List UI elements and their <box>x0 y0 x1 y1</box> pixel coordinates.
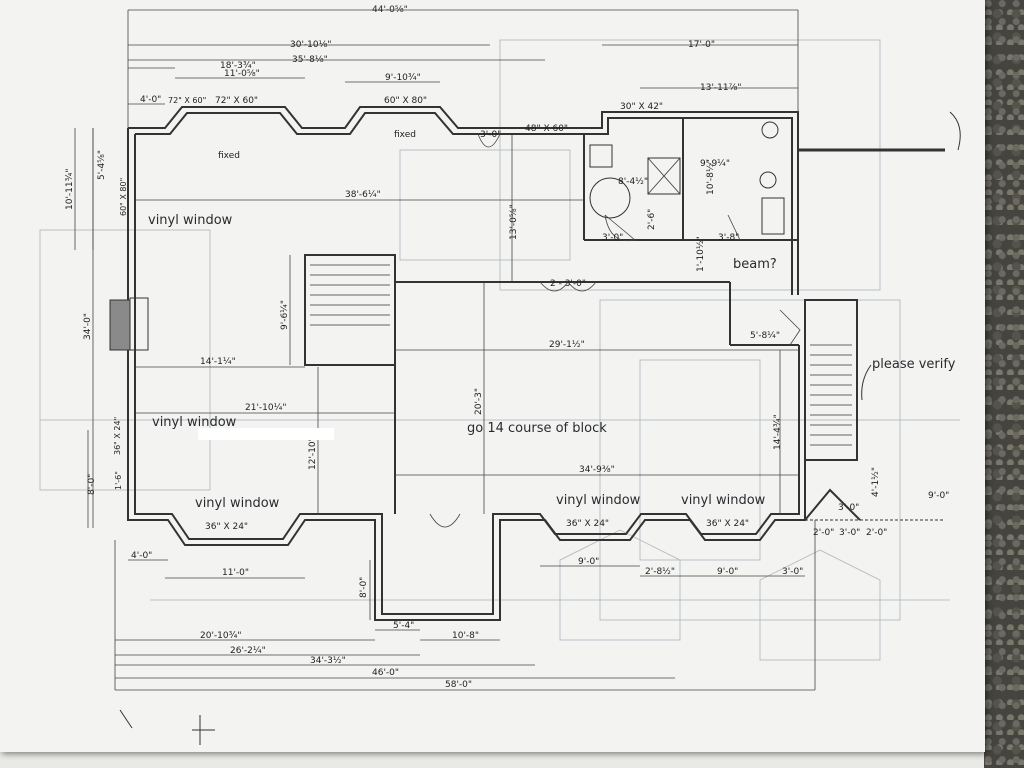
dim-label: 38'-6¼" <box>345 190 381 200</box>
dim-label: 11'-0" <box>222 568 249 578</box>
dim-label: 3'-0" <box>782 567 803 577</box>
dim-label: 2 - 3'-0" <box>550 279 586 289</box>
window-size-label: 72" X 60" <box>168 96 206 105</box>
dim-label: 12'-10" <box>308 437 318 470</box>
dim-label: 1'-10½" <box>696 236 706 272</box>
dim-label: 10'-8" <box>452 631 479 641</box>
dim-label: 4'-0" <box>131 551 152 561</box>
dim-label: 3'-8" <box>718 233 739 243</box>
dim-label: 13'-11⅞" <box>700 83 742 93</box>
dim-label: 17'-0" <box>688 40 715 50</box>
dim-label: 10'-11¾" <box>65 169 75 211</box>
window-size-label: 30" X 42" <box>620 102 663 112</box>
annotation-vinyl-window: vinyl window <box>556 493 641 508</box>
window-size-label: 72" X 60" <box>215 96 258 106</box>
dim-label: 2'-8½" <box>645 567 675 577</box>
window-note: fixed <box>218 151 240 161</box>
interior-walls <box>304 118 945 528</box>
annotation-verify: please verify <box>872 357 956 372</box>
dimension-lines <box>74 9 816 691</box>
dim-label: 29'-1½" <box>549 340 585 350</box>
window-size-label: 36" X 24" <box>706 519 749 529</box>
dim-label: 34'-9⅜" <box>579 465 615 475</box>
window-size-label: 36" X 24" <box>566 519 609 529</box>
show-through-ghost <box>39 39 960 661</box>
annotation-beam: beam? <box>733 257 777 272</box>
annotation-vinyl-window: vinyl window <box>152 415 237 430</box>
dim-label: 8'-4½" <box>618 177 648 187</box>
dim-label: 2'-0" <box>813 528 834 538</box>
dim-label: 18'-3¾" <box>220 61 256 71</box>
dim-label: 4'-0" <box>140 95 161 105</box>
dim-label: 2'-0" <box>866 528 887 538</box>
dim-label: 44'-0⅝" <box>372 5 408 15</box>
window-size-label: 60" X 80" <box>119 178 128 216</box>
window-size-label: 48" X 60" <box>525 124 568 134</box>
dim-label: 3'-0" <box>839 528 860 538</box>
annotation-vinyl-window: vinyl window <box>681 493 766 508</box>
dim-label: 5'-8¼" <box>750 331 780 341</box>
dim-label: 11'-0⅝" <box>224 69 260 79</box>
dim-label: 2'-6" <box>647 209 657 230</box>
dim-label: 14'-4¾" <box>773 414 783 450</box>
window-size-label: 36" X 24" <box>113 417 122 455</box>
dim-label: 13'-0⅝" <box>509 204 519 240</box>
dim-label: 46'-0" <box>372 668 399 678</box>
dim-label: 5'-4" <box>393 621 414 631</box>
dim-label: 20'-10¾" <box>200 631 242 641</box>
window-size-label: 36" X 24" <box>205 522 248 532</box>
window-note: fixed <box>394 130 416 140</box>
dim-label: 9'-10¾" <box>385 73 421 83</box>
annotation-vinyl-window: vinyl window <box>148 213 233 228</box>
dim-label: 8'-0" <box>359 577 369 598</box>
dim-label: 4'-1½" <box>871 467 881 497</box>
dim-label: 3'-0" <box>480 130 501 140</box>
annotation-vinyl-window: vinyl window <box>195 496 280 511</box>
dim-label: 10'-8½" <box>706 159 716 195</box>
dim-label: 9'-0" <box>717 567 738 577</box>
dim-label: 35'-8⅛" <box>292 55 328 65</box>
dim-label: 9'-6¼" <box>280 300 290 330</box>
dim-label: 9'-9¼" <box>700 159 730 169</box>
dim-label: 14'-1¼" <box>200 357 236 367</box>
paper-sheet <box>0 0 985 752</box>
exterior-walls <box>109 106 806 621</box>
countertop-background <box>984 0 1024 768</box>
dim-label: 3'-0" <box>602 233 623 243</box>
dim-label: 20'-3" <box>474 388 484 415</box>
dim-label: 58'-0" <box>445 680 472 690</box>
window-size-label: 60" X 80" <box>384 96 427 106</box>
dim-label: 3'-0" <box>838 503 859 513</box>
dim-label: 34'-0" <box>83 313 93 340</box>
dim-label: 9'-0" <box>578 557 599 567</box>
scale-mark-icon <box>119 709 215 745</box>
dim-label: 9'-0" <box>928 491 949 501</box>
dim-label: 1'-6" <box>114 471 123 490</box>
dim-label: 8'-0" <box>87 474 97 495</box>
dim-label: 34'-3½" <box>310 656 346 666</box>
dim-label: 21'-10¼" <box>245 403 287 413</box>
dim-label: 26'-2¼" <box>230 646 266 656</box>
redacted-text-box <box>198 428 334 440</box>
dim-label: 30'-10⅛" <box>290 40 332 50</box>
dim-label: 5'-4⅝" <box>97 150 107 180</box>
annotation-block-course: go 14 course of block <box>467 421 607 436</box>
